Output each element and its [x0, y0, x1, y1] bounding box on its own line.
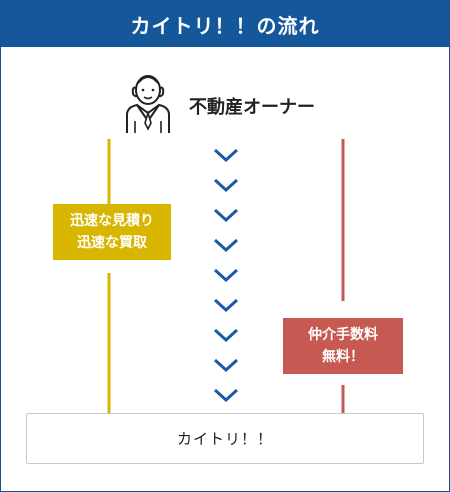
right-benefit-line1: 仲介手数料 [308, 327, 378, 343]
panel-title: カイトリ！！の流れ [130, 13, 320, 38]
chevron-down-icon [213, 208, 239, 223]
center-chevrons [213, 148, 239, 403]
owner-label: 不動産オーナー [189, 97, 315, 118]
left-benefit-line2: 迅速な買取 [77, 235, 147, 251]
result-box: カイトリ！！ [26, 413, 424, 464]
result-label: カイトリ！！ [176, 430, 273, 448]
owner-person-icon [126, 75, 170, 133]
chevron-down-icon [213, 148, 239, 163]
chevron-down-icon [213, 388, 239, 403]
panel-header: カイトリ！！の流れ [1, 1, 449, 47]
left-benefit-badge: 迅速な見積り 迅速な買取 [53, 204, 171, 260]
chevron-down-icon [213, 358, 239, 373]
chevron-down-icon [213, 328, 239, 343]
chevron-down-icon [213, 268, 239, 283]
chevron-down-icon [213, 238, 239, 253]
right-benefit-line2: 無料！ [322, 349, 364, 365]
chevron-down-icon [213, 298, 239, 313]
left-benefit-line1: 迅速な見積り [70, 213, 154, 229]
chevron-down-icon [213, 178, 239, 193]
owner-node: 不動産オーナー [121, 71, 341, 135]
right-benefit-badge: 仲介手数料 無料！ [283, 318, 403, 374]
